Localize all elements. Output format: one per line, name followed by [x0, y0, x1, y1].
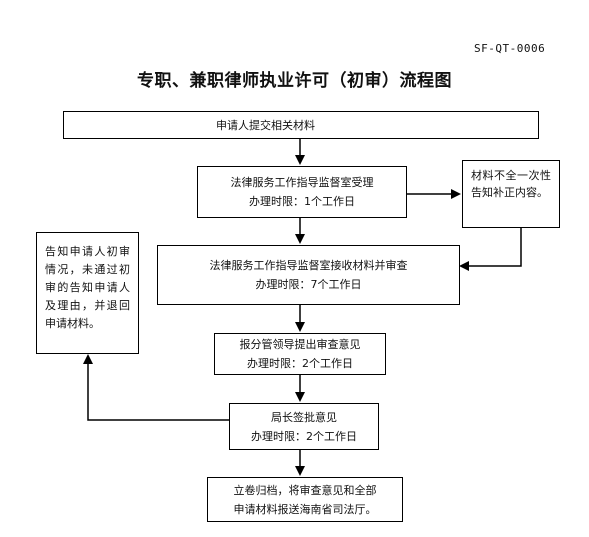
step-apply-text: 申请人提交相关材料 [216, 118, 315, 132]
rejection-note-text: 告知申请人初审情况，未通过初审的告知申请人及理由，并退回申请材料。 [45, 245, 130, 330]
page-title: 专职、兼职律师执业许可（初审）流程图 [137, 71, 452, 91]
document-code: SF-QT-0006 [474, 42, 546, 55]
rejection-note: 告知申请人初审情况，未通过初审的告知申请人及理由，并退回申请材料。 [36, 232, 139, 354]
incomplete-materials-note: 材料不全一次性告知补正内容。 [462, 160, 560, 228]
step-leader-time: 办理时限：2个工作日 [247, 357, 353, 370]
step-review-time: 办理时限：7个工作日 [255, 278, 362, 291]
arrow-incomplete-note-to-review [459, 228, 522, 271]
step-accept: 法律服务工作指导监督室受理 办理时限：1个工作日 [197, 166, 407, 218]
arrow-director-to-rejection-note [83, 354, 229, 421]
incomplete-materials-text: 材料不全一次性告知补正内容。 [471, 169, 551, 199]
step-accept-text: 法律服务工作指导监督室受理 [230, 176, 374, 189]
step-archive-text-1: 立卷归档，将审查意见和全部 [233, 483, 377, 497]
step-director-text: 局长签批意见 [271, 410, 337, 424]
step-review-text: 法律服务工作指导监督室接收材料并审查 [209, 259, 408, 272]
step-archive-text-2: 申请材料报送海南省司法厅。 [233, 502, 377, 516]
step-leader-text: 报分管领导提出审查意见 [239, 338, 361, 351]
step-director-time: 办理时限：2个工作日 [251, 429, 357, 443]
step-director: 局长签批意见 办理时限：2个工作日 [229, 403, 379, 450]
step-accept-time: 办理时限：1个工作日 [249, 195, 355, 208]
step-apply: 申请人提交相关材料 [63, 111, 539, 139]
step-leader: 报分管领导提出审查意见 办理时限：2个工作日 [214, 333, 386, 375]
step-archive: 立卷归档，将审查意见和全部 申请材料报送海南省司法厅。 [207, 477, 403, 522]
step-review: 法律服务工作指导监督室接收材料并审查 办理时限：7个工作日 [157, 245, 460, 305]
